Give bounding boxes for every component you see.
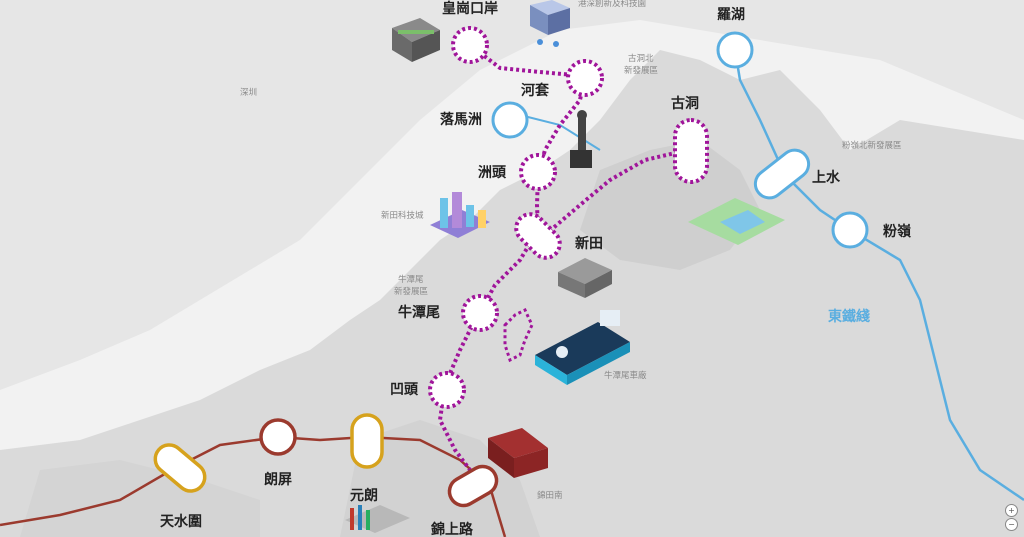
station-marker-autau[interactable] — [428, 371, 466, 409]
station-label-autau: 凹頭 — [390, 382, 419, 398]
illustration-wetland — [688, 198, 785, 245]
illustration-port-building — [392, 18, 440, 62]
area-label-depot: 牛潭尾車廠 — [604, 370, 647, 381]
illustration-warehouse — [558, 258, 612, 298]
station-label-kwuntung: 古洞 — [671, 95, 699, 112]
station-marker-sheungshui[interactable] — [750, 144, 815, 203]
station-label-tinshuiwai: 天水圍 — [160, 513, 202, 530]
station-marker-kwuntung[interactable] — [673, 118, 709, 184]
station-label-huanggang: 皇崗口岸 — [442, 0, 498, 17]
area-label-ngautammei-1: 牛潭尾 — [398, 274, 424, 285]
illustration-tech-city — [430, 192, 490, 238]
station-marker-huanggang[interactable] — [451, 26, 489, 64]
area-label-santintech: 新田科技城 — [381, 210, 424, 221]
station-marker-longping[interactable] — [259, 418, 297, 456]
east-rail-line — [733, 49, 1024, 502]
illustration-statue — [570, 110, 592, 168]
illustration-innopark — [530, 0, 570, 47]
area-label-kwuntungnorth-1: 古洞北 — [628, 53, 654, 64]
station-marker-kamsheungroad[interactable] — [444, 461, 501, 510]
illustration-barn — [488, 428, 548, 478]
zoom-in-button[interactable]: + — [1005, 504, 1018, 517]
station-label-ngautammei: 牛潭尾 — [398, 304, 440, 321]
station-marker-lowu[interactable] — [716, 31, 754, 69]
station-marker-lokmachau[interactable] — [491, 101, 529, 139]
station-label-chautau: 洲頭 — [478, 165, 507, 181]
area-label-kwuntungnorth-2: 新發展區 — [624, 65, 658, 76]
land-hills — [580, 140, 760, 270]
area-label-shenzhen: 深圳 — [240, 87, 257, 98]
station-marker-fanling[interactable] — [831, 211, 869, 249]
land-shenzhen — [0, 0, 1024, 390]
station-marker-chautau[interactable] — [519, 153, 557, 191]
area-label-kamtinsouth: 錦田南 — [537, 490, 563, 501]
station-label-sheungshui: 上水 — [812, 169, 841, 186]
station-label-lowu: 羅湖 — [717, 7, 745, 23]
zoom-out-button[interactable]: − — [1005, 518, 1018, 531]
area-label-ngautammei-2: 新發展區 — [394, 286, 428, 297]
illustration-art-studio — [345, 505, 410, 533]
station-marker-yuenlong[interactable] — [350, 413, 384, 469]
station-marker-hetao[interactable] — [566, 59, 604, 97]
area-label-innopark: 港深創新及科技園 — [578, 0, 646, 9]
land-hills-3 — [20, 460, 260, 537]
station-label-santin: 新田 — [575, 235, 603, 252]
land-hills-2 — [340, 420, 540, 537]
illustration-depot — [535, 310, 630, 385]
river — [519, 114, 601, 151]
station-label-hetao: 河套 — [521, 82, 549, 99]
area-label-fanlingnorth: 粉嶺北新發展區 — [842, 140, 902, 151]
station-marker-santin[interactable] — [510, 208, 565, 263]
station-label-yuenlong: 元朗 — [350, 487, 378, 504]
station-label-kamsheungroad: 錦上路 — [431, 521, 474, 537]
line-label-east-rail: 東鐵綫 — [828, 308, 870, 325]
station-label-longping: 朗屏 — [264, 471, 292, 488]
station-marker-tinshuiwai[interactable] — [150, 439, 211, 496]
station-label-fanling: 粉嶺 — [883, 223, 912, 240]
station-marker-ngautammei[interactable] — [461, 294, 499, 332]
station-label-lokmachau: 落馬洲 — [440, 111, 482, 128]
northern-link-branch — [543, 148, 689, 237]
